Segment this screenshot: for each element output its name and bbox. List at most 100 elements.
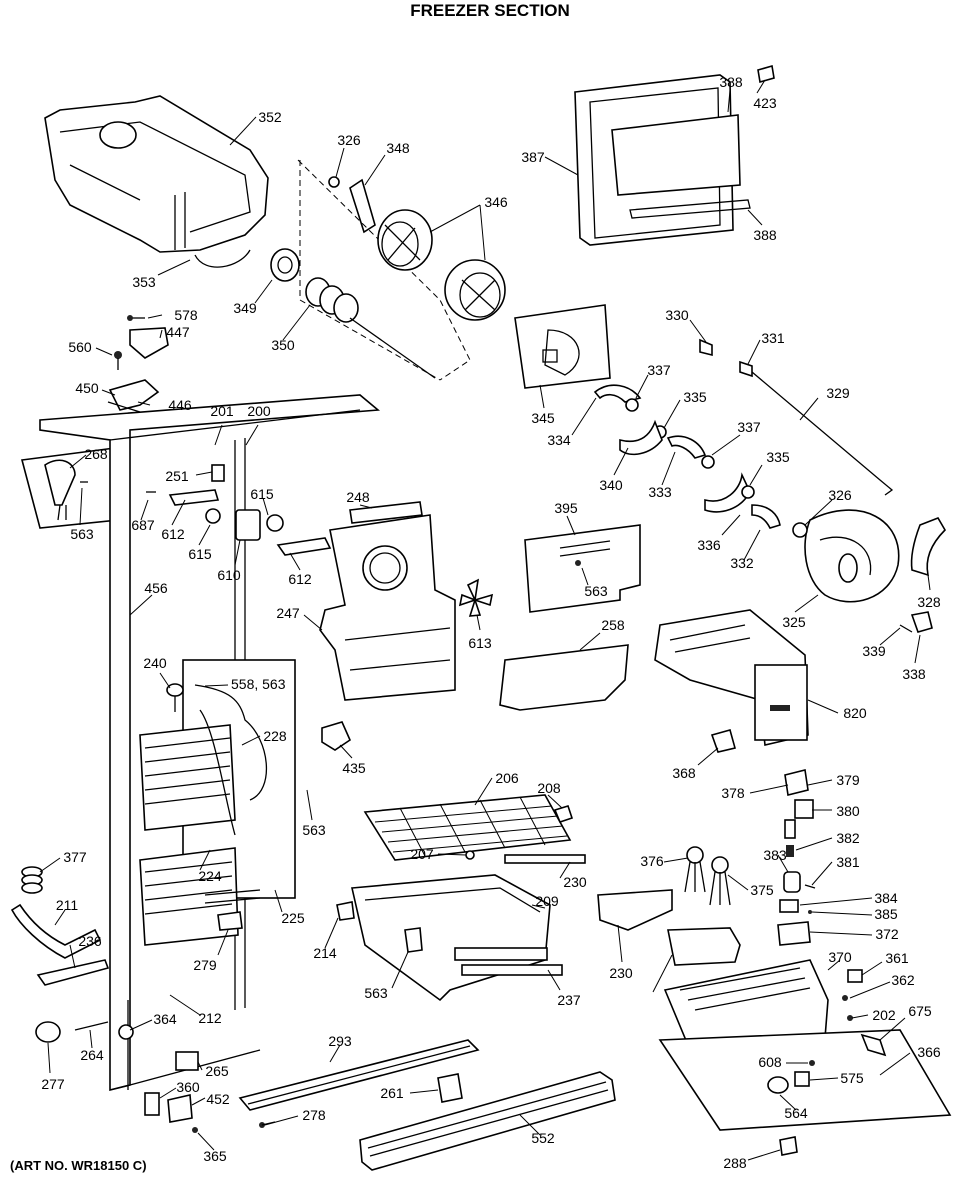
- cover-drawing: [499, 644, 629, 711]
- leader-lines: [39, 79, 931, 1161]
- clip-drawing: [710, 729, 736, 753]
- callout-label: 560: [68, 339, 92, 355]
- callout-label: 435: [342, 760, 366, 776]
- callout-label: 340: [599, 477, 623, 493]
- callout-label: 450: [75, 380, 99, 396]
- callout-label: 200: [247, 403, 271, 419]
- callout-label: 382: [836, 830, 860, 846]
- callout-label: 338: [902, 666, 926, 682]
- upper-liner-parts-drawing: [146, 464, 332, 556]
- callout-label: 334: [547, 432, 571, 448]
- callout-label: 384: [874, 890, 898, 906]
- callout-label: 423: [753, 95, 777, 111]
- callout-label: 333: [648, 484, 672, 500]
- evaporator-drawing: [139, 659, 296, 946]
- callout-label: 211: [56, 897, 79, 913]
- deck-small-parts-drawing: [767, 969, 887, 1156]
- callout-label: 376: [640, 853, 664, 869]
- callout-label: 248: [346, 489, 370, 505]
- callout-label: 452: [206, 1091, 230, 1107]
- callout-label: 575: [840, 1070, 864, 1086]
- callout-label: 230: [563, 874, 587, 890]
- lower-left-parts-drawing: [35, 1021, 199, 1133]
- callout-label: 339: [862, 643, 886, 659]
- callout-label: 346: [484, 194, 508, 210]
- callout-label: 224: [198, 868, 222, 884]
- callout-label: 335: [766, 449, 790, 465]
- callout-label: 612: [161, 526, 185, 542]
- callout-label: 372: [875, 926, 899, 942]
- callout-label: 350: [271, 337, 295, 353]
- callout-label: 277: [41, 1076, 65, 1092]
- callout-label: 578: [174, 307, 198, 323]
- part-278-drawing: [437, 1073, 463, 1103]
- callout-label: 279: [193, 957, 217, 973]
- fan-blade-drawing: [458, 578, 494, 617]
- wire-shelf-drawing: [363, 794, 586, 864]
- callout-label: 237: [557, 992, 581, 1008]
- drain-parts-drawing: [10, 866, 110, 986]
- callout-label: 328: [917, 594, 941, 610]
- callout-label: 240: [143, 655, 167, 671]
- callout-label: 675: [908, 1003, 932, 1019]
- fan-shroud-drawing: [319, 501, 456, 701]
- callout-label: 348: [386, 140, 410, 156]
- motor-housing-drawing: [792, 509, 947, 633]
- callout-label: 613: [468, 635, 492, 651]
- callout-label: 368: [672, 765, 696, 781]
- grille-drawing: [359, 1071, 616, 1171]
- callout-label: 336: [697, 537, 721, 553]
- callout-label: 365: [203, 1148, 227, 1164]
- callout-label: 366: [917, 1044, 941, 1060]
- washer-drawing: [328, 176, 340, 188]
- ice-bucket-drawing: [44, 95, 269, 268]
- parts-illustrations: [10, 64, 952, 1171]
- callout-label: 206: [495, 770, 519, 786]
- rod-drawing: [699, 338, 894, 496]
- auger-drums-drawing: [377, 209, 506, 321]
- icemaker-drawing: [654, 609, 809, 746]
- callout-label: 370: [828, 949, 852, 965]
- callout-label: 385: [874, 906, 898, 922]
- cams-springs-drawing: [593, 384, 781, 529]
- callout-label: 332: [730, 555, 754, 571]
- callout-label: 293: [328, 1033, 352, 1049]
- bracket-drawing: [349, 178, 376, 234]
- callout-label: 360: [176, 1079, 200, 1095]
- callout-label: 378: [721, 785, 745, 801]
- valve-parts-drawing: [684, 769, 816, 946]
- callout-label: 228: [263, 728, 287, 744]
- callout-label: 236: [78, 933, 102, 949]
- small-part-435-drawing: [321, 721, 352, 751]
- callout-label: 563: [70, 526, 94, 542]
- callout-label: 325: [782, 614, 806, 630]
- callout-label: 337: [647, 362, 671, 378]
- callout-label: 552: [531, 1130, 555, 1146]
- callout-label: 251: [165, 468, 189, 484]
- callout-label: 383: [763, 847, 787, 863]
- callout-label: 612: [288, 571, 312, 587]
- art-number: (ART NO. WR18150 C): [10, 1158, 147, 1173]
- bracket-plate-drawing: [514, 304, 611, 389]
- callout-label: 615: [188, 546, 212, 562]
- callout-label: 615: [250, 486, 274, 502]
- callout-label: 326: [828, 487, 852, 503]
- callout-labels: 352 326 348 346 388 423 387 388 353 349 …: [41, 74, 941, 1171]
- callout-label: 335: [683, 389, 707, 405]
- callout-label: 329: [826, 385, 850, 401]
- callout-label: 349: [233, 300, 257, 316]
- compressor-deck-drawing: [597, 889, 829, 1051]
- callout-label: 214: [313, 945, 337, 961]
- callout-label: 230: [609, 965, 633, 981]
- switch-plate-drawing: [20, 447, 119, 529]
- callout-label: 610: [217, 567, 241, 583]
- diagram-title: FREEZER SECTION: [410, 1, 570, 20]
- callout-label: 608: [758, 1054, 782, 1070]
- rail-drawing: [238, 1039, 480, 1128]
- callout-label: 388: [719, 74, 743, 90]
- callout-label: 380: [836, 803, 860, 819]
- callout-label: 563: [364, 985, 388, 1001]
- callout-label: 278: [302, 1107, 326, 1123]
- callout-label: 201: [210, 403, 234, 419]
- callout-label: 352: [258, 109, 282, 125]
